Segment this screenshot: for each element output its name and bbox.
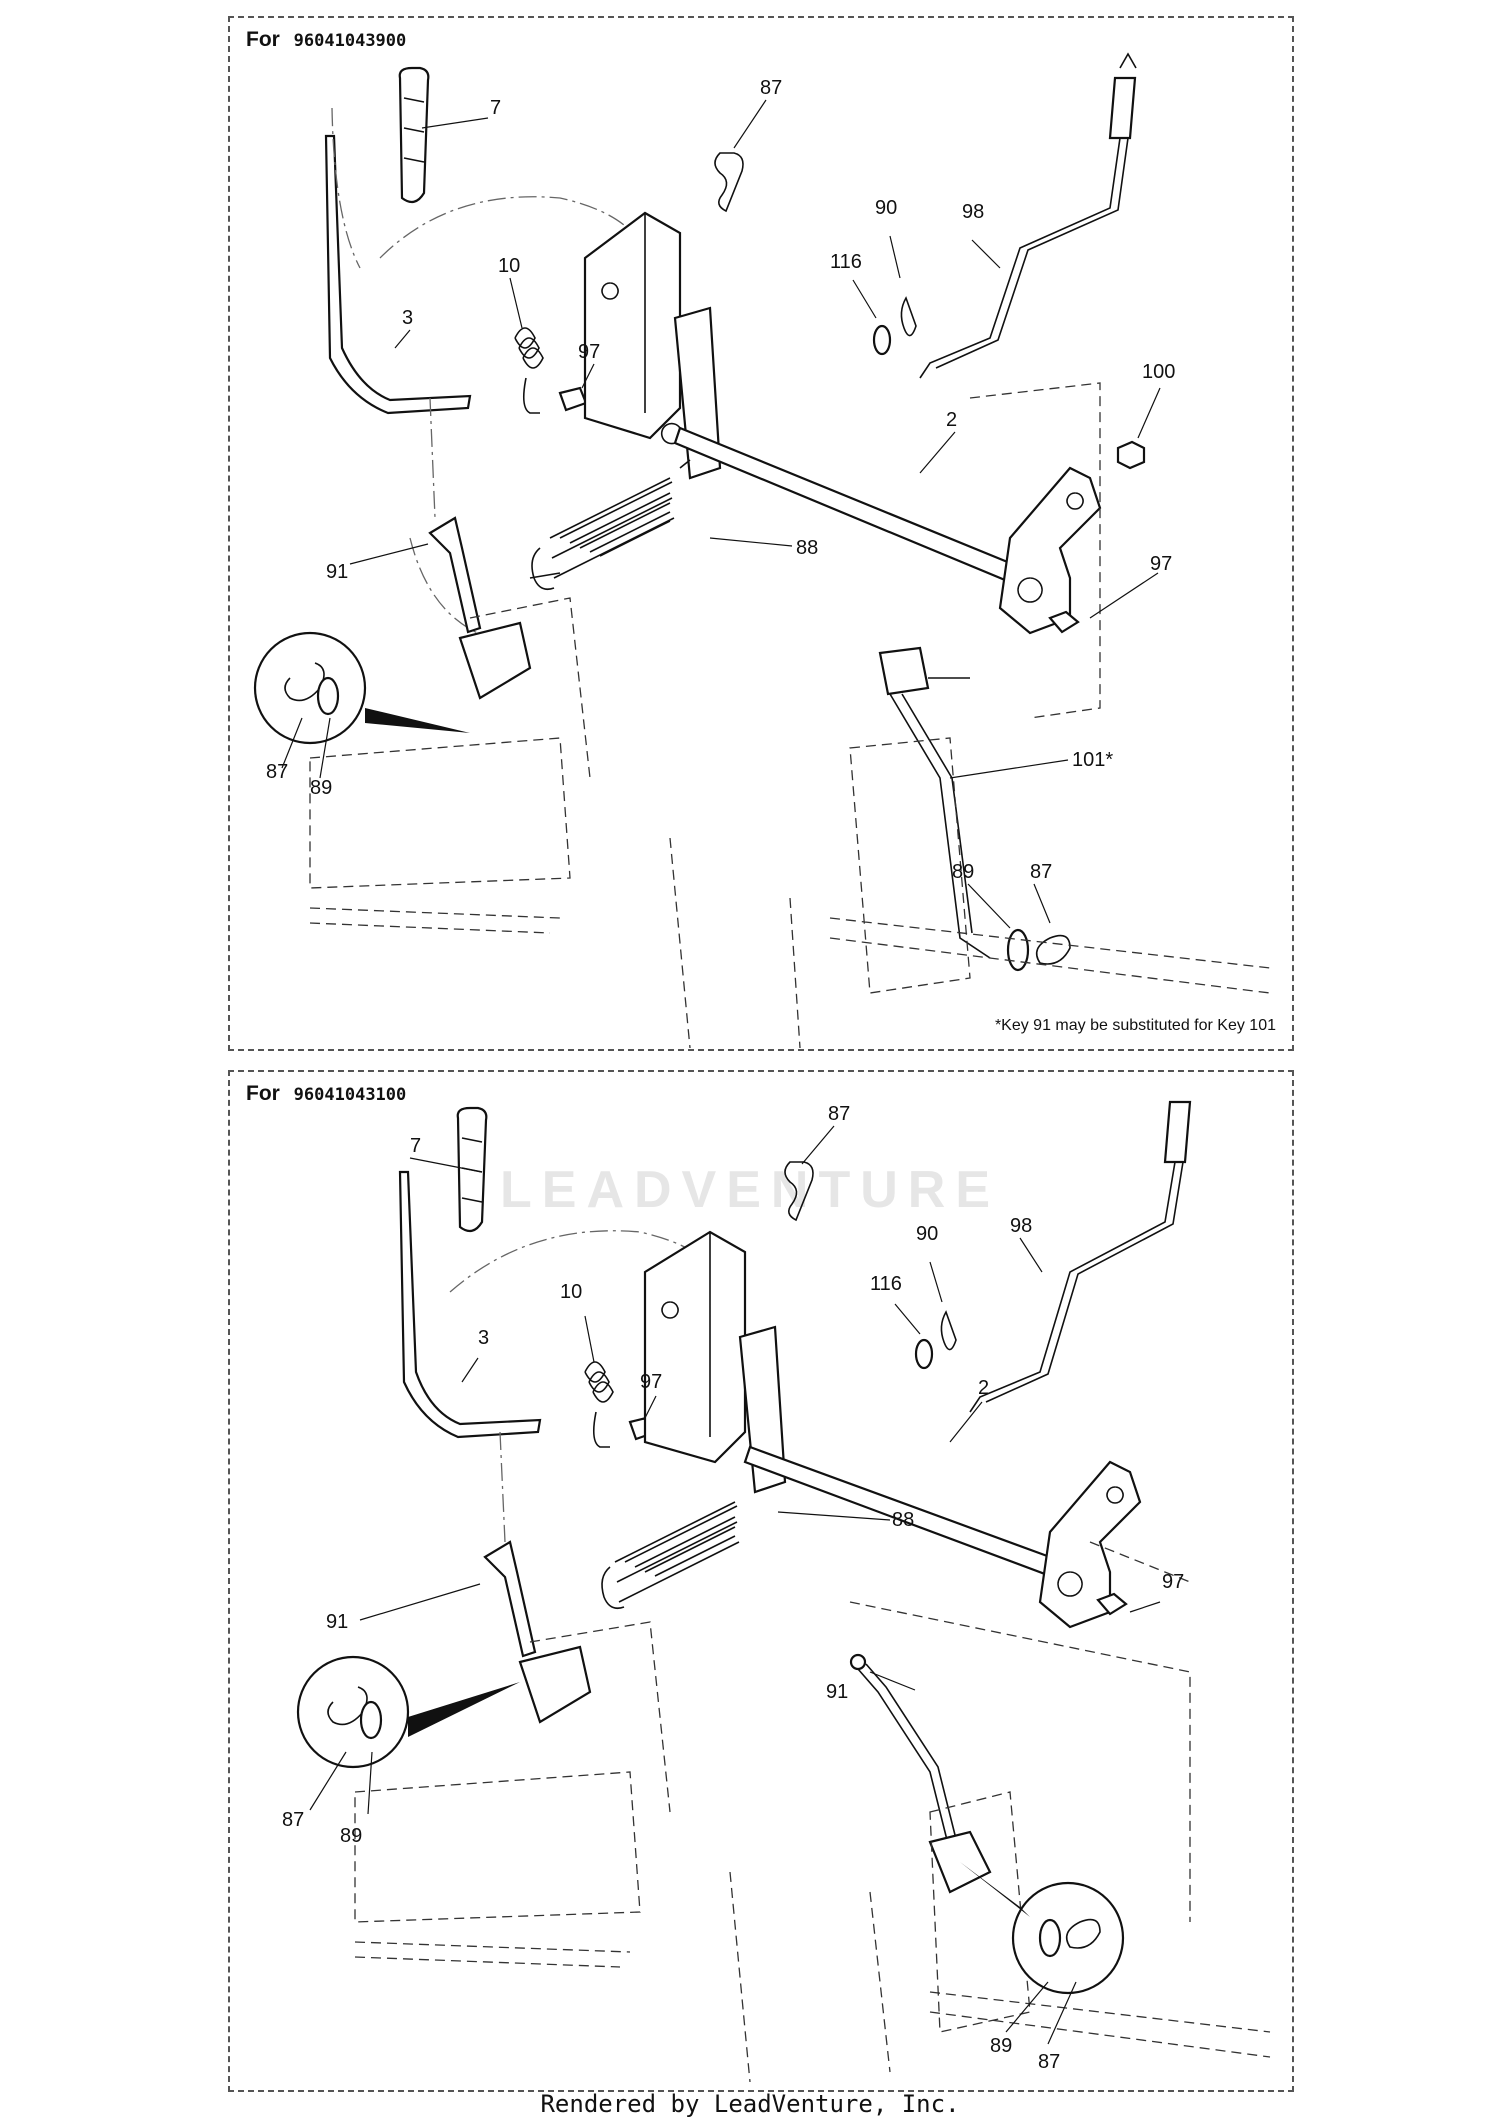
lift-shaft <box>660 422 1012 582</box>
extension-spring <box>529 459 691 591</box>
callout-88: 88 <box>892 1509 914 1531</box>
callout-116: 116 <box>830 251 862 273</box>
callout-87: 87 <box>760 77 782 99</box>
callout-87-detail: 87 <box>282 1809 304 1831</box>
callout-89-detail: 89 <box>340 1825 362 1847</box>
callout-7: 7 <box>490 97 501 119</box>
lift-link-101 <box>878 646 1071 972</box>
callout-89-detail: 89 <box>310 777 332 799</box>
mounting-bracket <box>583 211 722 480</box>
callout-3: 3 <box>478 1327 489 1349</box>
callout-3: 3 <box>402 307 413 329</box>
callout-116: 116 <box>870 1273 902 1295</box>
lift-handle-rod <box>398 1170 542 1439</box>
rear-lift-arm <box>1038 1460 1142 1629</box>
frame-outline-left <box>309 597 691 1049</box>
hairpin-clip-87a <box>714 152 744 213</box>
link-rod-98 <box>969 1100 1192 1413</box>
frame-outline-left <box>354 1621 751 2083</box>
diagram-panel-96041043100: For 96041043100 <box>228 1070 1294 2092</box>
callout-97: 97 <box>578 341 600 363</box>
callout-100: 100 <box>1142 361 1175 383</box>
callout-10: 10 <box>560 1281 582 1303</box>
nut-100 <box>1116 440 1146 470</box>
callout-90: 90 <box>916 1223 938 1245</box>
diagram-panel-96041043900: For 96041043900 <box>228 16 1294 1051</box>
callout-97-right: 97 <box>1162 1571 1184 1593</box>
model-number: 96041043100 <box>293 1085 407 1105</box>
callout-91: 91 <box>326 1611 348 1633</box>
bolt-97b <box>1096 1592 1128 1616</box>
callout-90: 90 <box>875 197 897 219</box>
callout-2: 2 <box>946 409 957 431</box>
callout-98: 98 <box>1010 1215 1032 1237</box>
lift-handle-rod <box>324 107 472 415</box>
panel-heading: For 96041043900 <box>246 28 406 52</box>
lift-link-91 <box>428 516 532 700</box>
hairpin-clip-87a <box>784 1161 814 1222</box>
detail-circle-right <box>960 1862 1125 1995</box>
rear-lift-arm <box>998 466 1102 635</box>
model-number: 96041043900 <box>293 31 407 51</box>
link-rod-98 <box>919 52 1137 379</box>
handle-grip <box>398 66 430 204</box>
cotter-pin-90 <box>940 1310 957 1351</box>
watermark-text: LEADVENTURE <box>500 1161 1001 1219</box>
bolt-97b <box>1048 610 1080 634</box>
spring-small <box>584 1361 614 1448</box>
callout-98: 98 <box>962 201 984 223</box>
detail-circle-left <box>296 1655 520 1769</box>
frame-outline-right <box>789 737 1271 1049</box>
lift-link-91 <box>483 1540 592 1724</box>
callout-87: 87 <box>828 1103 850 1125</box>
panel-heading: For 96041043100 <box>246 1082 406 1106</box>
callout-89-right: 89 <box>990 2035 1012 2057</box>
cotter-pin-90 <box>900 296 917 337</box>
callout-97-right: 97 <box>1150 553 1172 575</box>
callout-87-right: 87 <box>1038 2051 1060 2073</box>
washer-116 <box>914 1338 934 1370</box>
callout-89: 89 <box>952 861 974 883</box>
spring-small <box>514 327 544 414</box>
washer-116 <box>872 324 892 356</box>
callout-87-right: 87 <box>1030 861 1052 883</box>
extension-spring <box>601 1501 740 1610</box>
callout-2: 2 <box>978 1377 989 1399</box>
parts-illustration: 7 87 90 98 116 10 3 97 100 2 88 97 91 87… <box>253 52 1271 1049</box>
callout-10: 10 <box>498 255 520 277</box>
callout-7: 7 <box>410 1135 421 1157</box>
parts-illustration: 7 87 90 98 116 10 3 97 2 88 97 91 91 87 … <box>282 1100 1271 2083</box>
detail-circle-left <box>253 631 470 745</box>
callout-91: 91 <box>326 561 348 583</box>
for-label: For <box>246 1082 280 1105</box>
callout-101: 101* <box>1072 749 1113 771</box>
substitution-note: *Key 91 may be substituted for Key 101 <box>994 1017 1276 1034</box>
render-credit: Rendered by LeadVenture, Inc. <box>540 2090 960 2118</box>
callout-97: 97 <box>640 1371 662 1393</box>
for-label: For <box>246 28 280 51</box>
lift-link-91-right <box>849 1653 992 1894</box>
callout-87-detail: 87 <box>266 761 288 783</box>
callout-88: 88 <box>796 537 818 559</box>
callout-91-right: 91 <box>826 1681 848 1703</box>
